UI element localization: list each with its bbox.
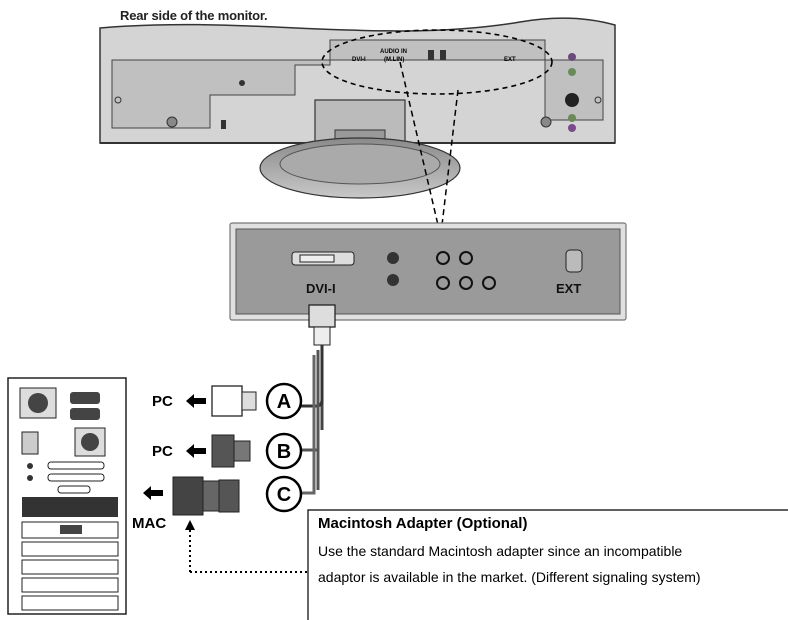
connector-c-letter: C [277, 484, 291, 506]
connector-b-target: PC [152, 443, 173, 460]
port-label-audio-sub: (M.LIN) [384, 57, 404, 63]
panel-dvi-label: DVI-I [306, 281, 336, 296]
connector-b-letter: B [277, 441, 291, 463]
monitor-rear: DVI-I AUDIO IN (M.LIN) EXT [99, 17, 616, 226]
adapter-note-line2: adaptor is available in the market. (Dif… [318, 569, 701, 585]
connector-panel: DVI-I EXT [229, 222, 627, 321]
adapter-note: Macintosh Adapter (Optional) Use the sta… [308, 507, 788, 611]
port-label-audio: AUDIO IN [380, 49, 407, 55]
diagram-caption: Rear side of the monitor. [120, 8, 268, 23]
panel-ext-label: EXT [556, 281, 581, 296]
port-label-ext: EXT [504, 57, 516, 63]
dvi-cable [298, 304, 336, 495]
connector-c: MAC C [132, 475, 310, 573]
connector-c-target: MAC [132, 515, 166, 532]
computer-tower [7, 377, 127, 615]
adapter-note-title: Macintosh Adapter (Optional) [318, 515, 528, 532]
adapter-note-line1: Use the standard Macintosh adapter since… [318, 543, 683, 559]
connector-a-letter: A [277, 391, 291, 413]
connector-a-target: PC [152, 393, 173, 410]
connector-a: PC A [152, 382, 303, 420]
connector-b: PC B [152, 432, 303, 470]
port-label-dvi: DVI-I [352, 57, 366, 63]
note-box-border [307, 509, 788, 620]
